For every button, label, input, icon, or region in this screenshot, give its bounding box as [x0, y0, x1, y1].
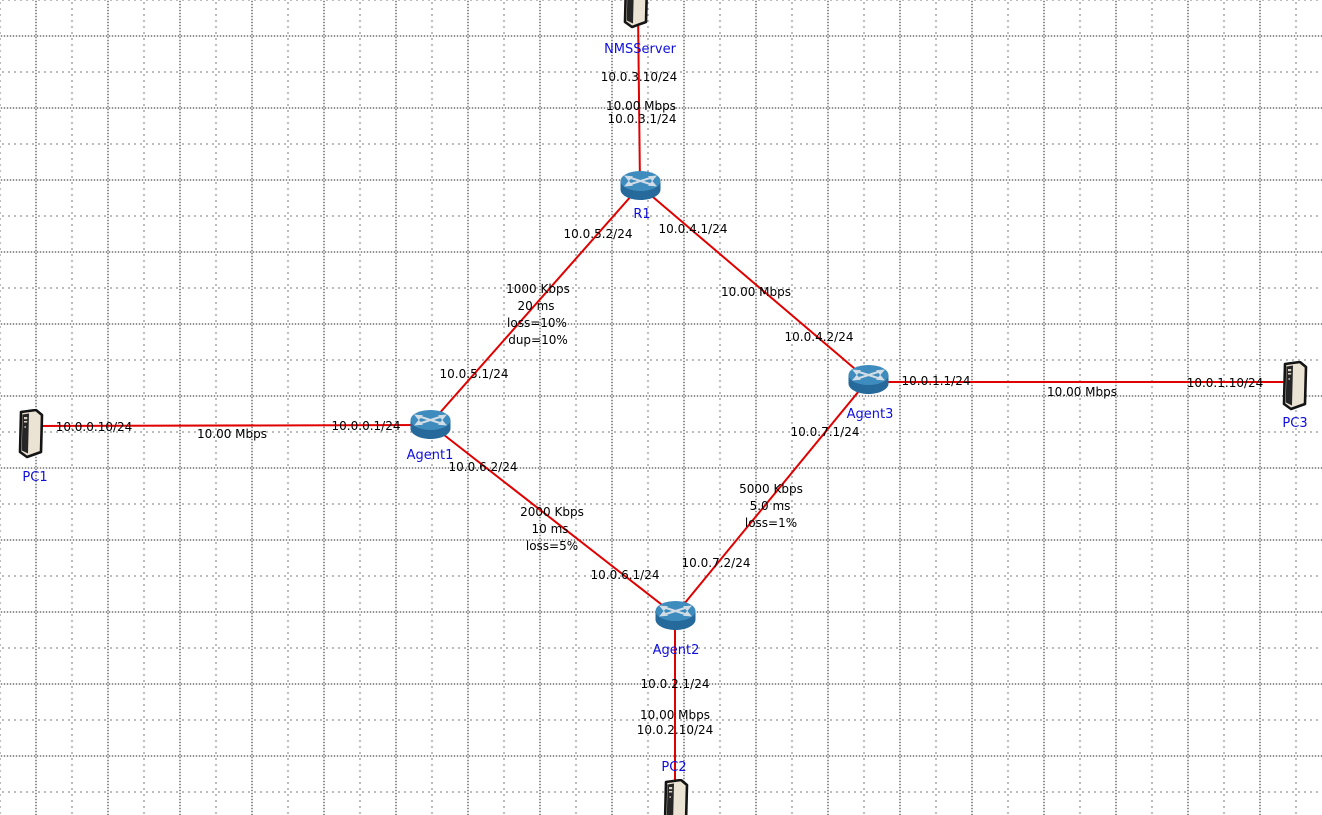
r1-agent1-ip-b-label: 10.0.5.1/24 [439, 367, 509, 381]
node-agent2[interactable] [652, 599, 699, 636]
pc-tower-icon [1282, 360, 1308, 411]
r1-agent1-bandwidth-label: 1000 Kbps [506, 282, 570, 296]
r1-agent3-ip-a-label: 10.0.4.1/24 [658, 222, 728, 236]
agent3-agent2-loss-label: loss=1% [744, 516, 798, 530]
node-agent3[interactable] [845, 363, 892, 400]
r1-agent3-bandwidth-label: 10.00 Mbps [720, 285, 792, 299]
agent1-agent2-bandwidth-label: 2000 Kbps [520, 505, 584, 519]
r1-agent1-delay-label: 20 ms [517, 299, 555, 313]
r1-agent1-ip-a-label: 10.0.5.2/24 [563, 227, 633, 241]
link-agent1-agent2[interactable] [429, 423, 676, 616]
node-pc1[interactable] [14, 408, 46, 463]
nms-r1-bandwidth-label: 10.00 Mbps [605, 99, 677, 113]
node-agent1[interactable] [407, 408, 454, 445]
server-tower-icon [623, 0, 648, 29]
agent1-agent2-loss-label: loss=5% [525, 539, 579, 553]
pc1-agent1-ip-b-label: 10.0.0.1/24 [331, 419, 401, 433]
node-label-pc2[interactable]: PC2 [661, 760, 687, 775]
agent2-pc2-ip-b-label: 10.0.2.10/24 [636, 723, 714, 737]
agent3-agent2-delay-label: 5.0 ms [749, 499, 791, 513]
agent1-agent2-ip-b-label: 10.0.6.1/24 [590, 568, 660, 582]
node-nmsserver[interactable] [619, 0, 651, 33]
agent2-pc2-bandwidth-label: 10.00 Mbps [639, 708, 711, 722]
pc1-agent1-bandwidth-label: 10.00 Mbps [196, 427, 268, 441]
node-pc2[interactable] [659, 778, 691, 815]
agent1-agent2-delay-label: 10 ms [531, 522, 569, 536]
router-icon [848, 365, 889, 394]
link-pc1-agent1[interactable] [29, 424, 431, 427]
agent3-agent2-bandwidth-label: 5000 Kbps [739, 482, 803, 496]
agent3-agent2-ip-b-label: 10.0.7.2/24 [681, 556, 751, 570]
pc-tower-icon [663, 778, 689, 815]
link-r1-agent1[interactable] [429, 185, 641, 425]
router-icon [620, 171, 661, 200]
node-label-pc1[interactable]: PC1 [22, 470, 48, 485]
node-label-r1[interactable]: R1 [633, 207, 651, 222]
link-agent3-agent2[interactable] [674, 379, 869, 616]
router-icon [655, 601, 696, 630]
node-label-pc3[interactable]: PC3 [1282, 416, 1308, 431]
node-label-agent2[interactable]: Agent2 [652, 643, 700, 658]
r1-agent1-dup-label: dup=10% [508, 333, 568, 347]
agent1-agent2-ip-a-label: 10.0.6.2/24 [448, 460, 518, 474]
nms-r1-ip-a-label: 10.0.3.10/24 [600, 70, 678, 84]
node-pc3[interactable] [1278, 360, 1310, 415]
agent3-pc3-bandwidth-label: 10.00 Mbps [1046, 385, 1118, 399]
node-label-agent3[interactable]: Agent3 [846, 407, 894, 422]
node-label-agent1[interactable]: Agent1 [406, 448, 454, 463]
agent3-agent2-ip-a-label: 10.0.7.1/24 [790, 425, 860, 439]
link-nmsserver-r1[interactable] [637, 9, 641, 187]
r1-agent1-loss-label: loss=10% [507, 316, 567, 330]
node-label-nmsserver[interactable]: NMSServer [604, 42, 676, 57]
agent3-pc3-ip-b-label: 10.0.1.10/24 [1186, 376, 1264, 390]
link-r1-agent3[interactable] [639, 185, 869, 381]
agent2-pc2-ip-a-label: 10.0.2.1/24 [640, 677, 710, 691]
nms-r1-ip-b-label: 10.0.3.1/24 [607, 112, 677, 126]
agent3-pc3-ip-a-label: 10.0.1.1/24 [901, 374, 971, 388]
router-icon [410, 410, 451, 439]
pc1-agent1-ip-a-label: 10.0.0.10/24 [55, 420, 133, 434]
pc-tower-icon [18, 408, 44, 459]
r1-agent3-ip-b-label: 10.0.4.2/24 [784, 330, 854, 344]
node-r1[interactable] [617, 169, 664, 206]
